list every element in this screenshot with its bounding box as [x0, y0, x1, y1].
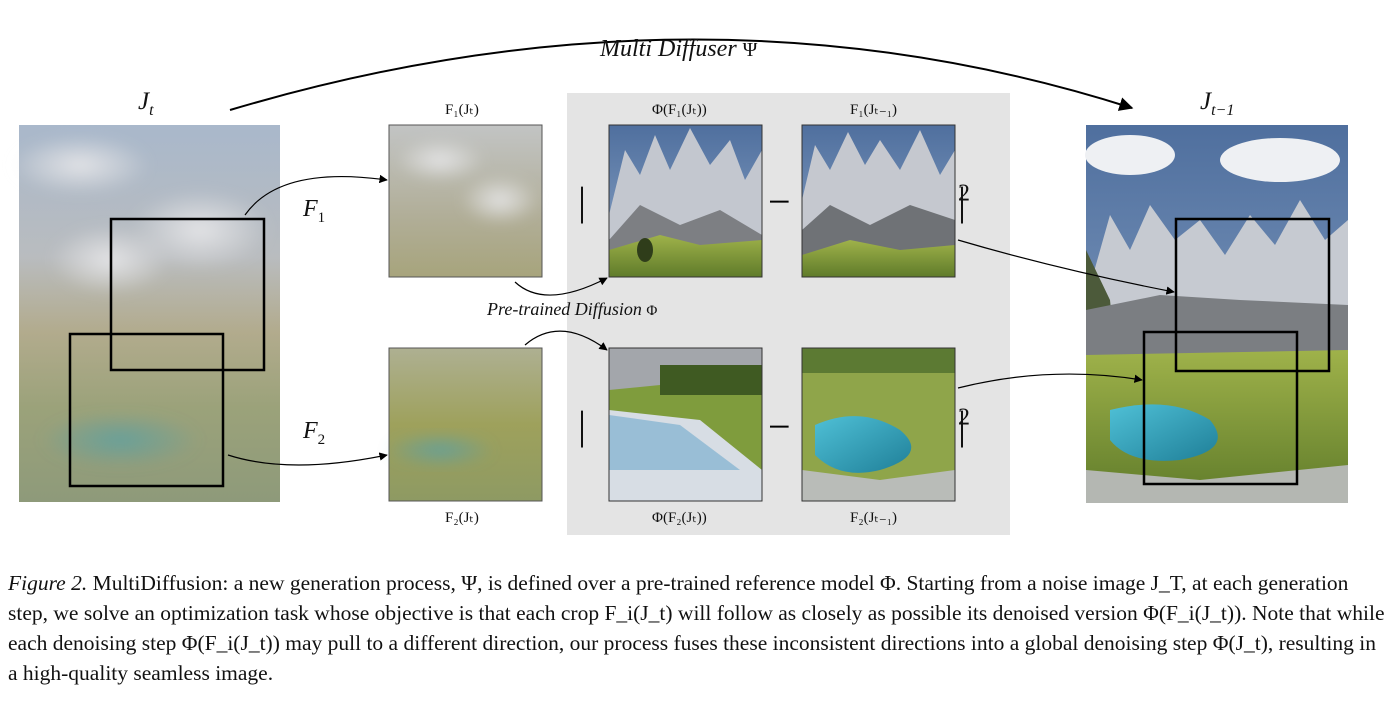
crop-box-1	[109, 217, 266, 372]
figure-caption: Figure 2. MultiDiffusion: a new generati…	[8, 568, 1388, 688]
denoised-image-phi-f1	[608, 124, 763, 278]
norm-close-1: ||2	[958, 179, 971, 224]
multi-diffuser-arrow	[229, 38, 1134, 111]
caption-prefix: Figure 2.	[8, 571, 88, 595]
crop-image-f1	[388, 124, 543, 278]
mapping-arrow-f1	[244, 174, 388, 216]
target-image-f1-prev	[801, 124, 956, 278]
phi-label-f1: Φ(F₁(Jₜ))	[652, 102, 707, 118]
crop-label-f2: F₂(Jₜ)	[445, 510, 479, 526]
crop-box-2	[68, 332, 225, 488]
crop-image-f2	[385, 347, 543, 502]
mapping-label-f2: F2	[303, 418, 326, 448]
mapping-arrow-f2	[227, 452, 388, 466]
minus-sign-1: −	[768, 179, 791, 224]
target-label-f1: F₁(Jₜ₋₁)	[850, 102, 897, 118]
crop-label-f1: F₁(Jₜ)	[445, 102, 479, 118]
input-label-jt: Jt	[138, 88, 154, 119]
denoised-image-phi-f2	[608, 347, 763, 502]
multi-diffuser-label: Multi Diffuser Ψ	[600, 36, 758, 62]
output-crop-box-2	[1142, 330, 1299, 486]
mapping-label-f1: F1	[303, 196, 326, 226]
fuse-arrow-1	[957, 239, 1175, 295]
target-label-f2: F₂(Jₜ₋₁)	[850, 510, 897, 526]
caption-text: MultiDiffusion: a new generation process…	[8, 571, 1385, 685]
norm-close-2: ||2	[958, 403, 971, 448]
diffusion-arrow-1	[514, 277, 608, 296]
phi-label-f2: Φ(F₂(Jₜ))	[652, 510, 707, 526]
input-image-jt	[10, 125, 280, 502]
minus-sign-2: −	[768, 404, 791, 449]
fuse-arrow-2	[957, 373, 1143, 389]
diffusion-arrow-2	[524, 330, 608, 351]
multidiffusion-figure: − −	[10, 38, 1348, 535]
output-image-jt-1	[1085, 125, 1348, 503]
output-label-jt-1: Jt−1	[1200, 88, 1235, 119]
pretrained-diffusion-label: Pre-trained Diffusion Φ	[487, 299, 658, 319]
target-image-f2-prev	[801, 347, 956, 502]
output-crop-box-1	[1174, 217, 1331, 373]
